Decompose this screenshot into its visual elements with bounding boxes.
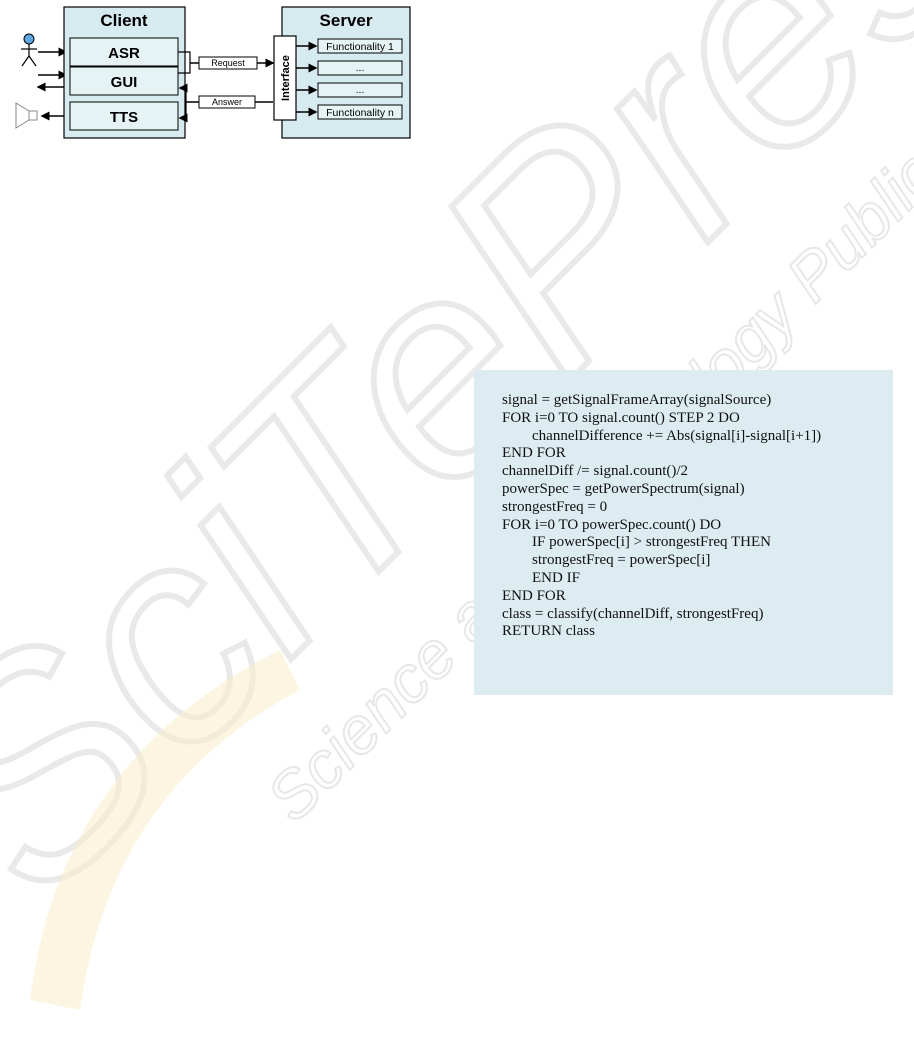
code-line: class = classify(channelDiff, strongestF… — [502, 605, 764, 622]
code-line: FOR i=0 TO signal.count() STEP 2 DO — [502, 409, 740, 426]
pseudocode-lines: signal = getSignalFrameArray(signalSourc… — [502, 392, 821, 641]
functionality-box — [317, 82, 403, 98]
interface-box — [273, 35, 297, 121]
code-line: END IF — [532, 569, 580, 586]
code-line: channelDifference += Abs(signal[i]-signa… — [532, 427, 822, 444]
functionality-box — [317, 104, 403, 120]
functionality-label: Functionality 1 — [326, 41, 394, 53]
code-line: strongestFreq = 0 — [502, 498, 608, 515]
functionality-label: ... — [356, 62, 365, 74]
tts-module — [69, 101, 179, 131]
code-line: END FOR — [502, 445, 566, 462]
client-server-diagram: Client ASR GUI TTS Request Answer Server… — [15, 6, 411, 139]
asr-label: ASR — [108, 45, 140, 62]
gui-label: GUI — [111, 74, 138, 91]
code-line: FOR i=0 TO powerSpec.count() DO — [502, 516, 722, 533]
code-line: channelDiff /= signal.count()/2 — [502, 463, 689, 480]
functionality-label: Functionality n — [326, 107, 394, 119]
server-title: Server — [320, 11, 373, 30]
request-label: Request — [211, 58, 245, 68]
functionality-box — [317, 60, 403, 76]
pseudocode-box: signal = getSignalFrameArray(signalSourc… — [474, 370, 893, 695]
code-line: powerSpec = getPowerSpectrum(signal) — [502, 480, 745, 497]
interface-label: Interface — [280, 55, 292, 101]
code-line: END FOR — [502, 587, 566, 604]
functionality-box — [317, 38, 403, 54]
client-title: Client — [100, 11, 148, 30]
code-line: signal = getSignalFrameArray(signalSourc… — [502, 392, 772, 408]
code-line: RETURN class — [502, 623, 595, 640]
watermark-swoosh — [30, 650, 300, 1010]
code-line: strongestFreq = powerSpec[i] — [532, 552, 711, 569]
user-icon — [21, 33, 37, 67]
gui-module — [69, 66, 179, 96]
code-line: IF powerSpec[i] > strongestFreq THEN — [532, 534, 771, 551]
functionality-label: ... — [356, 84, 365, 96]
tts-label: TTS — [110, 109, 138, 126]
answer-label: Answer — [212, 97, 242, 107]
speaker-icon — [15, 102, 38, 129]
